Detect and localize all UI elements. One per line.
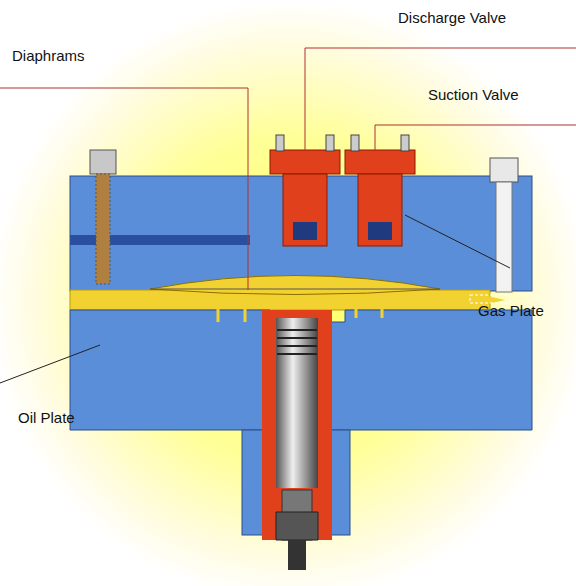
- part-label: Gas Plate: [478, 302, 544, 320]
- gas-port: [470, 295, 510, 303]
- part-label: Diaphrams: [12, 47, 85, 65]
- cylinder-liner: [262, 310, 332, 540]
- discharge-valve: [270, 135, 340, 246]
- lock-nut: [276, 512, 318, 540]
- leader-lines: [0, 48, 576, 383]
- diaphragm-line: [150, 289, 440, 290]
- screw-end: [288, 540, 306, 570]
- right-bolt: [490, 158, 518, 292]
- part-label: Oil Plate: [18, 409, 75, 427]
- left-bolt: [90, 150, 116, 284]
- piston-rings: [277, 330, 317, 354]
- part-label: Suction Valve: [428, 86, 519, 104]
- diaphragm: [150, 276, 440, 295]
- suction-valve: [345, 135, 415, 246]
- piston: [276, 318, 318, 488]
- oil-holes: [218, 296, 382, 322]
- part-label: Discharge Valve: [398, 9, 506, 27]
